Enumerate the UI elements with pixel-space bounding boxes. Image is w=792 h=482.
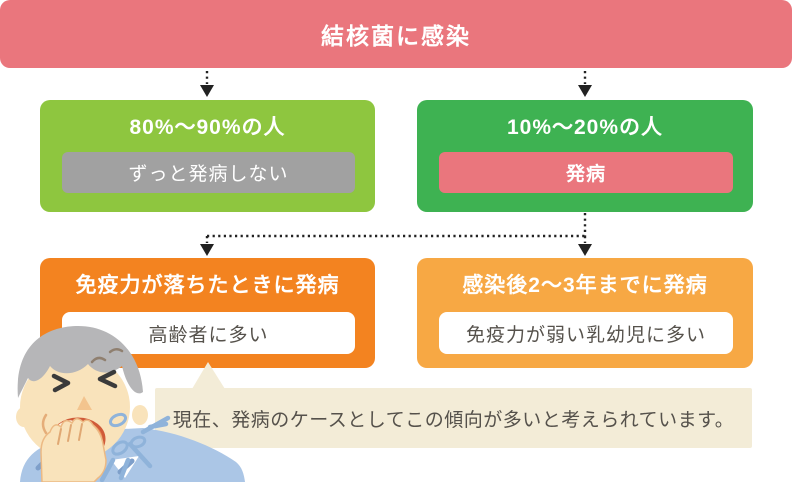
no-onset-sublabel: ずっと発病しない [62, 152, 355, 193]
infection-banner: 結核菌に感染 [0, 0, 792, 68]
immunity-drop-onset-title: 免疫力が落ちたときに発病 [75, 274, 340, 297]
note-text: 現在、発病のケースとしてこの傾向が多いと考えられています。 [172, 409, 735, 431]
onset-title: 10%〜20%の人 [506, 116, 664, 139]
immunity-drop-onset-box: 免疫力が落ちたときに発病 高齢者に多い [40, 258, 375, 368]
onset-box: 10%〜20%の人 発病 [417, 100, 753, 212]
early-onset-sublabel: 免疫力が弱い乳幼児に多い [439, 312, 733, 354]
note-bubble: 現在、発病のケースとしてこの傾向が多いと考えられています。 [155, 388, 752, 448]
early-onset-title: 感染後2〜3年までに発病 [462, 274, 708, 297]
no-onset-box: 80%〜90%の人 ずっと発病しない [40, 100, 375, 212]
infection-banner-label: 結核菌に感染 [321, 23, 471, 49]
early-onset-box: 感染後2〜3年までに発病 免疫力が弱い乳幼児に多い [417, 258, 753, 368]
immunity-drop-onset-sublabel: 高齢者に多い [62, 312, 355, 354]
onset-sublabel: 発病 [439, 152, 733, 193]
no-onset-title: 80%〜90%の人 [129, 116, 286, 139]
